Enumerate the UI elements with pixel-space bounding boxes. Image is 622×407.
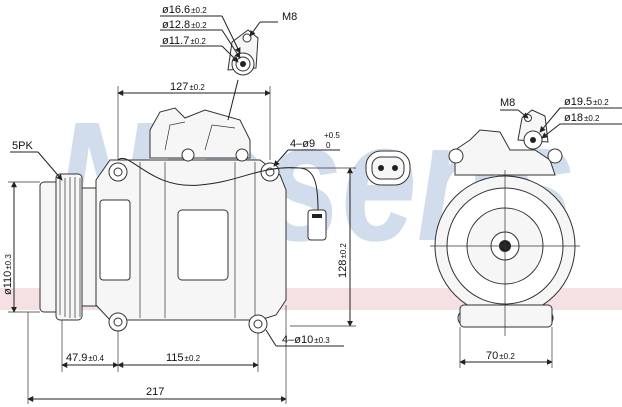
label-d11-7: ø11.7±0.2 <box>162 35 206 47</box>
label-70: 70±0.2 <box>486 350 515 362</box>
label-holes-bottom: 4–ø10±0.3 <box>282 334 330 346</box>
label-d16-6: ø16.6±0.2 <box>162 4 207 16</box>
label-m8-top: M8 <box>282 11 297 23</box>
label-holes-top-tol-dn: 0 <box>326 141 331 150</box>
label-217: 217 <box>146 386 164 398</box>
label-d110: ø110±0.3 <box>2 254 14 295</box>
label-m8-right: M8 <box>500 97 515 109</box>
label-holes-top-tol-up: +0.5 <box>324 131 340 140</box>
side-view-compressor <box>39 107 327 334</box>
label-d19-5: ø19.5±0.2 <box>564 96 609 108</box>
connector-detail <box>365 150 411 186</box>
label-47-9: 47.9±0.4 <box>66 352 104 364</box>
label-5pk: 5PK <box>12 140 33 152</box>
label-115: 115±0.2 <box>166 352 201 364</box>
label-127: 127±0.2 <box>170 81 205 93</box>
label-d12-8: ø12.8±0.2 <box>162 19 207 31</box>
label-128: 128±0.2 <box>337 243 349 278</box>
label-holes-top: 4–ø9 <box>290 138 315 150</box>
label-d18: ø18±0.2 <box>564 112 600 124</box>
